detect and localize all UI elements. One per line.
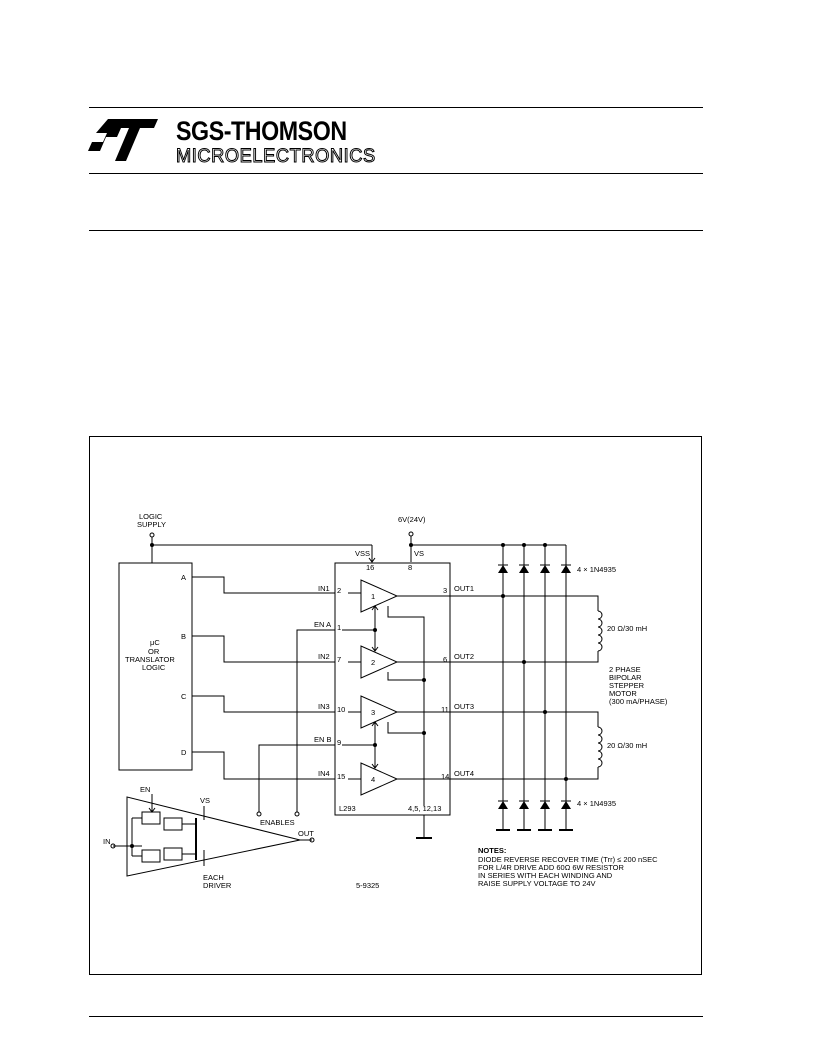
logic-supply-terminal <box>149 532 155 538</box>
winding-1 <box>597 610 603 652</box>
in4-pin: 15 <box>337 772 345 781</box>
motor-supply-label: 6V(24V) <box>398 515 426 524</box>
vss-label: VSS <box>355 549 370 558</box>
vss-pin: 16 <box>366 563 374 572</box>
in2-pin: 7 <box>337 655 341 664</box>
ena-pin: 1 <box>337 623 341 632</box>
out3-label: OUT3 <box>454 702 474 711</box>
brand-name: SGS-THOMSON <box>176 116 347 146</box>
logic-supply-label-1: LOGIC <box>139 512 163 521</box>
out2-label: OUT2 <box>454 652 474 661</box>
svg-text:VS: VS <box>200 796 210 805</box>
motor-label-5: (300 mA/PHASE) <box>609 697 668 706</box>
in4-label: IN4 <box>318 769 330 778</box>
st-logo-icon <box>88 119 158 161</box>
input-d-label: D <box>181 748 187 757</box>
out1-pin: 3 <box>443 586 447 595</box>
in1-label: IN1 <box>318 584 330 593</box>
inset-driver: EN IN VS OUT EACH DRIVER <box>103 785 315 890</box>
ena-label: EN A <box>314 620 331 629</box>
controller-box <box>118 562 193 771</box>
controller-label-1: μC <box>150 638 160 647</box>
l293-chip <box>334 562 451 816</box>
note-line-3: IN SERIES WITH EACH WINDING AND <box>478 871 613 880</box>
motor-label-4: MOTOR <box>609 689 637 698</box>
svg-text:OUT: OUT <box>298 829 314 838</box>
input-b-label: B <box>181 632 186 641</box>
chip-label: L293 <box>339 804 356 813</box>
enb-label: EN B <box>314 735 332 744</box>
vs-label: VS <box>414 549 424 558</box>
note-line-2: FOR L/4R DRIVE ADD 60Ω 6W RESISTOR <box>478 863 625 872</box>
controller-label-3: TRANSLATOR <box>125 655 175 664</box>
logic-supply-label-2: SUPPLY <box>137 520 166 529</box>
in1-pin: 2 <box>337 586 341 595</box>
brand-subtitle: MICROELECTRONICS <box>176 146 376 167</box>
note-line-4: RAISE SUPPLY VOLTAGE TO 24V <box>478 879 596 888</box>
motor-label-2: BIPOLAR <box>609 673 642 682</box>
footer-rule <box>89 1016 703 1017</box>
out2-pin: 6 <box>443 655 447 664</box>
vs-pin: 8 <box>408 563 412 572</box>
figure-frame <box>89 436 702 975</box>
header-rule <box>89 173 703 174</box>
controller-label-2: OR <box>148 647 160 656</box>
driver-2-num: 2 <box>371 658 375 667</box>
section-rule <box>89 230 703 231</box>
winding-2 <box>597 726 603 768</box>
gnd-pins-label: 4,5, 12,13 <box>408 804 441 813</box>
motor-label-3: STEPPER <box>609 681 645 690</box>
in3-label: IN3 <box>318 702 330 711</box>
in3-pin: 10 <box>337 705 345 714</box>
input-a-label: A <box>181 573 186 582</box>
motor-label-1: 2 PHASE <box>609 665 641 674</box>
svg-text:DRIVER: DRIVER <box>203 881 232 890</box>
driver-1-num: 1 <box>371 592 375 601</box>
driver-4 <box>360 762 399 796</box>
svg-text:EN: EN <box>140 785 150 794</box>
top-rule <box>89 107 703 108</box>
out4-label: OUT4 <box>454 769 474 778</box>
out3-pin: 11 <box>441 705 449 714</box>
note-line-1: DIODE REVERSE RECOVER TIME (Trr) ≤ 200 n… <box>478 855 658 864</box>
controller-label-4: LOGIC <box>142 663 166 672</box>
svg-text:IN: IN <box>103 837 111 846</box>
diodes-label-top: 4 × 1N4935 <box>577 565 616 574</box>
in2-label: IN2 <box>318 652 330 661</box>
winding-1-label: 20 Ω/30 mH <box>607 624 647 633</box>
diodes-label-bottom: 4 × 1N4935 <box>577 799 616 808</box>
driver-3-num: 3 <box>371 708 375 717</box>
notes-title: NOTES: <box>478 846 506 855</box>
out1-label: OUT1 <box>454 584 474 593</box>
figure-code: 5-9325 <box>356 881 379 890</box>
out4-pin: 14 <box>441 772 449 781</box>
driver-3 <box>360 695 399 729</box>
driver-4-num: 4 <box>371 775 375 784</box>
winding-2-label: 20 Ω/30 mH <box>607 741 647 750</box>
diode-columns <box>496 543 573 831</box>
svg-text:EACH: EACH <box>203 873 224 882</box>
driver-1 <box>360 579 399 613</box>
enb-pin: 9 <box>337 738 341 747</box>
enables-label: ENABLES <box>260 818 295 827</box>
driver-2 <box>360 645 399 679</box>
input-c-label: C <box>181 692 187 701</box>
